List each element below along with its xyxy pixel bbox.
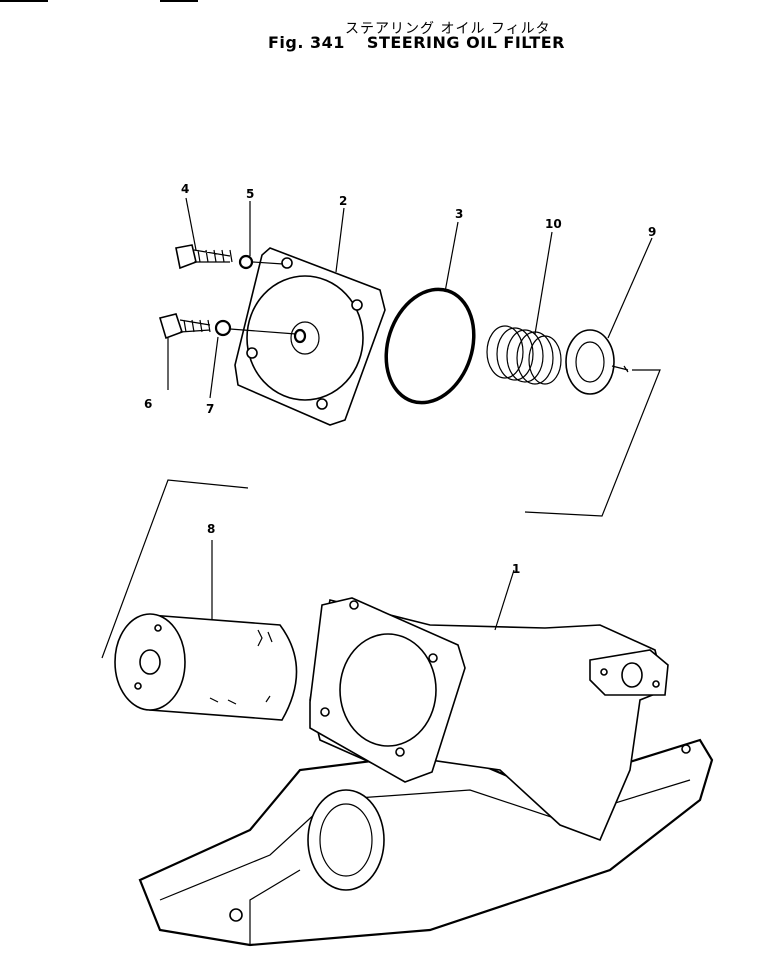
assembly-bracket-left bbox=[101, 479, 249, 659]
figure-title-english: STEERING OIL FILTER bbox=[366, 33, 565, 52]
part-3-o-ring bbox=[384, 287, 476, 405]
callout-3: 3 bbox=[455, 207, 463, 221]
housing-base bbox=[138, 738, 714, 947]
callout-10: 10 bbox=[545, 217, 562, 231]
callout-1: 1 bbox=[512, 562, 520, 576]
part-9-relief-valve bbox=[565, 329, 629, 395]
assembly-bracket-right bbox=[524, 369, 661, 517]
callout-5: 5 bbox=[246, 187, 254, 201]
top-rule-mid bbox=[160, 0, 198, 2]
part-2-cover bbox=[234, 247, 386, 426]
callout-9: 9 bbox=[648, 225, 656, 239]
part-5-washer bbox=[238, 254, 284, 270]
leader-lines bbox=[167, 197, 653, 631]
figure-title-japanese: ステアリング オイル フィルタ bbox=[345, 21, 551, 37]
part-10-spring bbox=[486, 325, 562, 385]
part-7-washer bbox=[214, 319, 297, 337]
part-6-bolt bbox=[158, 313, 211, 340]
part-1-filter-body bbox=[309, 597, 669, 842]
part-4-bolt bbox=[175, 244, 233, 270]
figure-number: Fig. 341 bbox=[268, 33, 345, 52]
top-rule-left bbox=[0, 0, 48, 2]
callout-2: 2 bbox=[339, 194, 347, 208]
callout-7: 7 bbox=[206, 402, 214, 416]
callout-8: 8 bbox=[207, 522, 215, 536]
callout-4: 4 bbox=[181, 182, 189, 196]
figure-title: Fig. 341 STEERING OIL FILTER bbox=[268, 33, 565, 52]
callout-6: 6 bbox=[144, 397, 152, 411]
part-8-filter-cartridge bbox=[114, 613, 298, 721]
